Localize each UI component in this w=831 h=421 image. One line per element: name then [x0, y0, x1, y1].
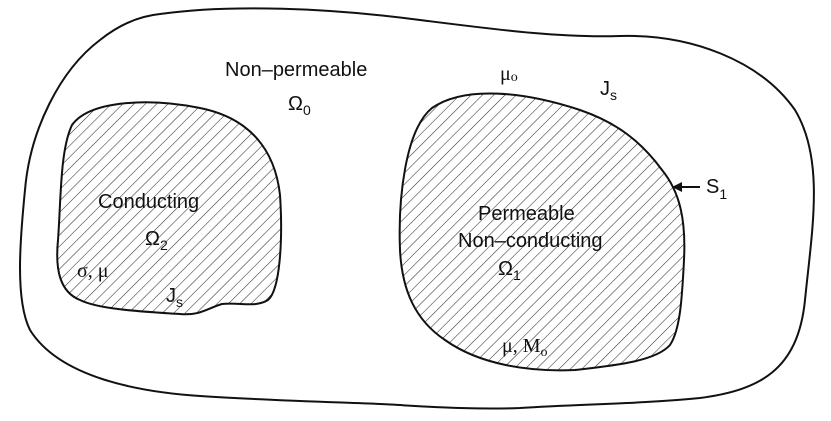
mu0-symbol: μ	[500, 63, 511, 85]
omega1-subscript: 1	[513, 267, 521, 283]
mu-m-label: μ, Mo	[502, 335, 548, 360]
mu0-subscript: o	[511, 70, 518, 85]
js-outer-label: Js	[600, 78, 617, 103]
omega0-symbol: Ω	[288, 93, 303, 115]
omega2-subscript: 2	[160, 237, 168, 253]
js-inner-symbol: J	[166, 285, 176, 307]
conducting-region	[56, 101, 283, 316]
omega1-symbol: Ω	[498, 258, 513, 280]
outer-region-boundary	[19, 7, 815, 410]
omega0-label: Ω0	[288, 93, 311, 118]
s1-symbol: S	[706, 176, 719, 198]
conducting-label: Conducting	[98, 191, 199, 213]
permeable-label: Permeable	[478, 203, 575, 225]
omega0-subscript: 0	[303, 102, 311, 118]
nonconducting-label: Non–conducting	[458, 230, 603, 252]
permeable-region	[398, 92, 686, 372]
js-outer-symbol: J	[600, 78, 610, 100]
mu0-label: μo	[500, 63, 518, 85]
omega1-label: Ω1	[498, 258, 521, 283]
js-outer-subscript: s	[610, 87, 617, 103]
mu-m-subscript: o	[541, 345, 548, 360]
s1-subscript: 1	[719, 186, 727, 202]
omega2-label: Ω2	[145, 228, 168, 253]
js-inner-subscript: s	[176, 294, 183, 310]
sigma-mu-label: σ, μ	[77, 260, 109, 282]
js-inner-label: Js	[166, 285, 183, 310]
omega2-symbol: Ω	[145, 228, 160, 250]
s1-label: S1	[706, 176, 727, 202]
s1-arrow-head	[672, 182, 682, 192]
mu-m-symbol: μ, M	[502, 335, 541, 357]
outer-region-label: Non–permeable	[225, 59, 367, 81]
